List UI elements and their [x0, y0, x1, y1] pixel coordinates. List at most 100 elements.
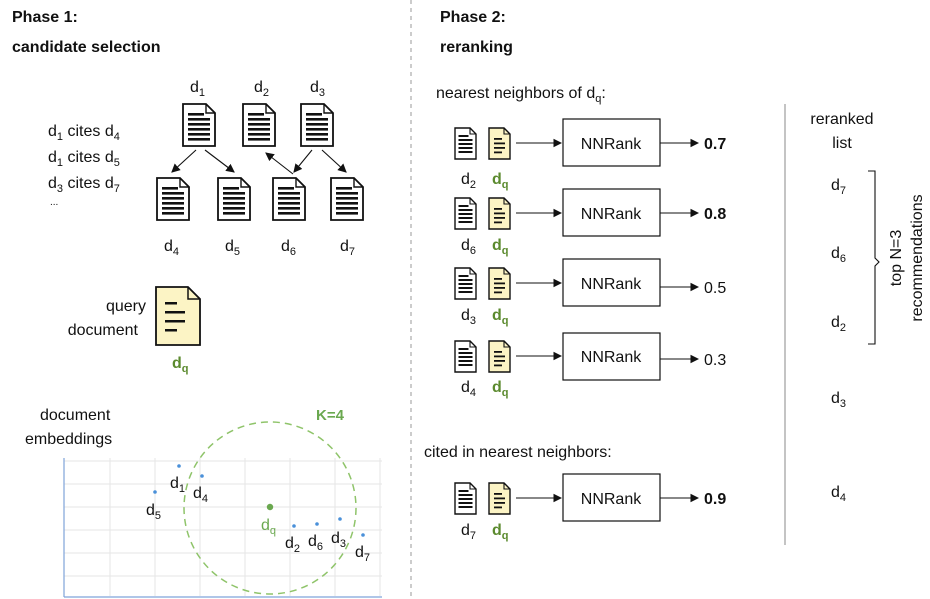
score-value: 0.9 — [704, 491, 726, 508]
nnrank-box — [562, 258, 661, 307]
rank-row-4: d4 dq NNRank 0.3 — [454, 332, 726, 399]
document-icon — [217, 177, 251, 221]
k-radius-circle — [183, 421, 357, 595]
document-icon — [454, 482, 477, 515]
query-document-icon — [488, 127, 511, 160]
svg-text:d6: d6 — [308, 533, 323, 553]
reranked-item: d2 — [831, 314, 846, 334]
rank-row-1: d2 dq NNRank 0.7 — [454, 118, 726, 191]
embeddings-label-2: embeddings — [25, 431, 112, 448]
citation-3: d3 cites d7 — [48, 175, 120, 195]
citation-more: ... — [50, 197, 58, 208]
document-icon — [156, 177, 190, 221]
reranked-title-1: reranked — [810, 111, 873, 128]
nnrank-label: NNRank — [581, 136, 642, 153]
nnrank-box — [562, 188, 661, 237]
point-d7 — [361, 533, 365, 537]
document-icon — [272, 177, 306, 221]
cited-heading: cited in nearest neighbors: — [424, 444, 612, 461]
nn-heading: nearest neighbors of dq: — [436, 85, 606, 105]
doc-d2: d2 — [242, 79, 276, 147]
svg-text:dq: dq — [492, 237, 509, 257]
svg-text:dq: dq — [261, 517, 276, 537]
embedding-points — [153, 464, 365, 537]
citation-list: d1 cites d4 d1 cites d5 d3 cites d7 ... — [48, 123, 120, 208]
doc-d6: d6 — [272, 177, 306, 258]
embeddings-label-1: document — [40, 407, 111, 424]
top-n-bracket — [868, 170, 880, 345]
point-d5 — [153, 490, 157, 494]
svg-text:d6: d6 — [461, 237, 476, 257]
embedding-point-labels: d1 d4 d5 dq d2 d6 d3 d7 — [146, 475, 370, 564]
svg-text:d3: d3 — [331, 530, 346, 550]
point-d2 — [292, 524, 296, 528]
nnrank-label: NNRank — [581, 206, 642, 223]
nnrank-label: NNRank — [581, 276, 642, 293]
doc-d5: d5 — [217, 177, 251, 258]
point-d3 — [338, 517, 342, 521]
point-d4 — [200, 474, 204, 478]
svg-text:d7: d7 — [355, 544, 370, 564]
point-d1 — [177, 464, 181, 468]
reranked-item: d3 — [831, 390, 846, 410]
svg-text:d4: d4 — [164, 238, 179, 258]
svg-text:dq: dq — [492, 379, 509, 399]
query-label-1: query — [106, 298, 146, 315]
document-icon — [454, 267, 477, 300]
svg-text:d4: d4 — [461, 379, 476, 399]
svg-text:d7: d7 — [340, 238, 355, 258]
svg-text:d2: d2 — [254, 79, 269, 99]
svg-text:d2: d2 — [461, 171, 476, 191]
phase1-title: Phase 1: — [12, 9, 78, 26]
svg-text:d4: d4 — [193, 485, 208, 505]
svg-text:d5: d5 — [225, 238, 240, 258]
embedding-grid — [64, 458, 382, 596]
reranked-title-2: list — [832, 135, 852, 152]
svg-text:d1: d1 — [190, 79, 205, 99]
svg-text:d2: d2 — [285, 535, 300, 555]
phase1-subtitle: candidate selection — [12, 39, 161, 56]
svg-text:dq: dq — [492, 171, 509, 191]
reranked-item: d4 — [831, 484, 846, 504]
point-dq — [266, 503, 274, 511]
score-value: 0.8 — [704, 206, 726, 223]
citation-arrows — [171, 149, 347, 175]
k-label: K=4 — [316, 407, 345, 424]
reranked-item: d7 — [831, 177, 846, 197]
svg-text:dq: dq — [492, 307, 509, 327]
doc-d3: d3 — [300, 79, 334, 147]
reranked-item: d6 — [831, 245, 846, 265]
rank-row-3: d3 dq NNRank 0.5 — [454, 258, 726, 327]
query-document-icon — [488, 340, 511, 373]
svg-text:d5: d5 — [146, 502, 161, 522]
reranked-items: d7 d6 d2 d3 d4 — [831, 177, 846, 504]
query-document-icon — [488, 197, 511, 230]
document-icon — [300, 103, 334, 147]
score-value: 0.5 — [704, 280, 726, 297]
rank-row-cited: d7 dq NNRank 0.9 — [454, 473, 726, 542]
document-icon — [242, 103, 276, 147]
document-icon — [182, 103, 216, 147]
doc-d4: d4 — [156, 177, 190, 258]
query-document-icon — [488, 267, 511, 300]
query-doc-label: dq — [172, 355, 189, 375]
bracket-label-1: top N=3 — [888, 230, 905, 287]
svg-text:d1: d1 — [170, 475, 185, 495]
citation-1: d1 cites d4 — [48, 123, 120, 143]
rank-row-2: d6 dq NNRank 0.8 — [454, 188, 726, 257]
document-icon — [454, 340, 477, 373]
document-icon — [330, 177, 364, 221]
point-d6 — [315, 522, 319, 526]
svg-text:d3: d3 — [461, 307, 476, 327]
phase2-subtitle: reranking — [440, 39, 513, 56]
nnrank-label: NNRank — [581, 349, 642, 366]
svg-text:dq: dq — [492, 522, 509, 542]
score-value: 0.7 — [704, 136, 726, 153]
score-value: 0.3 — [704, 352, 726, 369]
query-document-icon — [155, 286, 201, 346]
svg-text:d7: d7 — [461, 522, 476, 542]
doc-d7: d7 — [330, 177, 364, 258]
bracket-label-2: recommendations — [909, 194, 926, 321]
svg-text:d3: d3 — [310, 79, 325, 99]
